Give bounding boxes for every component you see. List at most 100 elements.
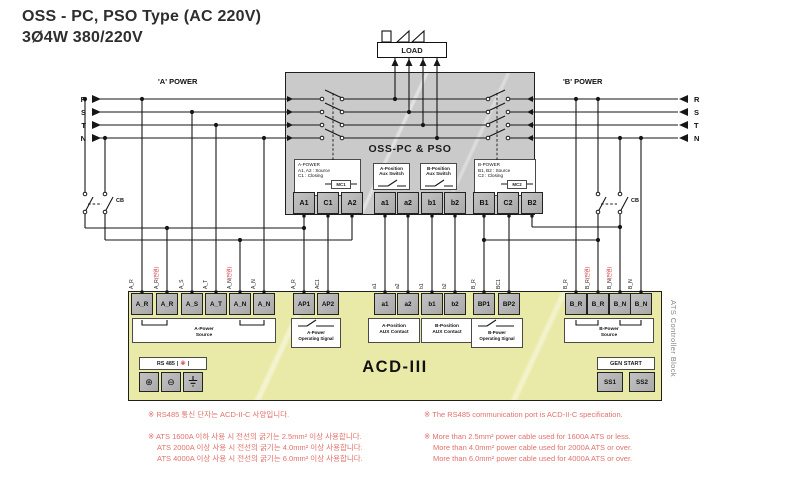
acd-terminal-ap2: AP2 (317, 293, 339, 315)
wire-label-aux-a1: a1 (372, 283, 378, 289)
rs485-minus-terminal: ⊖ (161, 372, 181, 392)
wire-label-a-r: A_R (129, 279, 135, 289)
a-power-signal-caption: A-Power Operating Signal (291, 318, 341, 348)
b-source-caption-line2: Source (600, 333, 618, 338)
phase-label-left-t: T (81, 121, 86, 130)
wire-label-aux-a2: a2 (395, 283, 401, 289)
oss-terminal-B1: B1 (473, 192, 495, 214)
gen-start-label-box: GEN START (597, 357, 655, 370)
rs485-sep-right: | (187, 360, 190, 367)
wire-label-ac1: AC1 (315, 279, 321, 289)
note-en-rs485: ※ The RS485 communication port is ACD-II… (424, 410, 623, 419)
acd-terminal-b2: b2 (444, 293, 466, 315)
wire-label-b-r-power: B_R(전원) (585, 266, 591, 289)
note-kr-rs485: ※ RS485 통신 단자는 ACD-II-C 사양입니다. (148, 410, 290, 419)
rs485-label-box: RS 485 | ※ | (139, 357, 207, 370)
note-en-2000a: More than 4.0mm² power cable used for 20… (433, 443, 633, 452)
note-en-4000a: More than 6.0mm² power cable used for 40… (433, 454, 633, 463)
acd-terminal-bp2: BP2 (498, 293, 520, 315)
phase-label-right-r: R (694, 95, 700, 104)
note-en-1600a: ※ More than 2.5mm² power cable used for … (424, 432, 631, 441)
b-position-aux-box: B-Position Aux Switch (420, 163, 457, 190)
acd-terminal-b-r2: B_R (587, 293, 609, 315)
wire-label-b-n: B_N (628, 279, 634, 289)
a-position-aux-box: A-Position Aux Switch (373, 163, 410, 190)
phase-label-right-t: T (694, 121, 699, 130)
breaker-label-left: CB (116, 198, 124, 204)
phase-label-left-s: S (80, 108, 86, 117)
wire-label-a-n-power: A_N(전원) (227, 266, 233, 289)
rs485-sep-left: | (176, 360, 179, 367)
acd-terminal-a-r2: A_R (156, 293, 178, 315)
acd-terminal-b1: b1 (421, 293, 443, 315)
rs485-ground-terminal (183, 372, 203, 392)
page-title-line2: 3Ø4W 380/220V (22, 29, 143, 46)
wire-label-aux-b1: b1 (419, 283, 425, 289)
gen-start-label: GEN START (610, 360, 642, 367)
closing-coil-a: MC1 (331, 180, 351, 189)
phase-label-left-n: N (80, 134, 86, 143)
acd-terminal-a-r1: A_R (131, 293, 153, 315)
acd-terminal-a1: a1 (374, 293, 396, 315)
bp-caption-line1: B-Power (488, 330, 506, 335)
a-power-info-box: A-POWER A1, A2 : Source C1 : Closing (294, 159, 361, 196)
b-power-label: 'B' POWER (563, 77, 603, 86)
a-source-caption-line2: Source (195, 333, 213, 338)
oss-terminal-b1: b1 (421, 192, 443, 214)
note-kr-4000a: ATS 4000A 이상 사용 시 전선의 굵기는 6.0mm² 이상 사용합니… (157, 454, 363, 463)
a-power-source-caption: A-Power Source (132, 318, 276, 343)
acd-terminal-bp1: BP1 (473, 293, 495, 315)
acd-terminal-a-n2: A_N (253, 293, 275, 315)
oss-terminal-a1: a1 (374, 192, 396, 214)
wire-label-b-n-power: B_N(전원) (607, 266, 613, 289)
gen-terminal-ss1: SS1 (597, 372, 623, 392)
acd-terminal-b-n1: B_N (609, 293, 631, 315)
aux-b-caption-line2: AUX Contact (432, 330, 462, 335)
page-title-line1: OSS - PC, PSO Type (AC 220V) (22, 8, 262, 25)
phase-label-right-s: S (694, 108, 700, 117)
acd-terminal-b-r1: B_R (565, 293, 587, 315)
ats-controller-block-label: ATS Controller Block (669, 300, 678, 378)
acd-terminal-a-s: A_S (181, 293, 203, 315)
ap-caption-line1: A-Power (307, 330, 325, 335)
a-power-label: 'A' POWER (158, 77, 198, 86)
ap-caption-line2: Operating Signal (298, 336, 334, 341)
wire-label-b-r: B_R (563, 279, 569, 289)
wire-label-a-s: A_S (179, 279, 185, 289)
b-power-info-box: B-POWER B1, B2 : Source C2 : Closing (474, 159, 536, 196)
acd-terminal-ap1: AP1 (293, 293, 315, 315)
wire-label-a-r-power: A_R(전원) (154, 266, 160, 289)
note-kr-2000a: ATS 2000A 이상 사용 시 전선의 굵기는 4.0mm² 이상 사용합니… (157, 443, 363, 452)
wire-label-ap1: A_R (291, 279, 297, 289)
wire-label-a-n: A_N (251, 279, 257, 289)
closing-coil-b: MC2 (507, 180, 527, 189)
bp-caption-line2: Operating Signal (479, 336, 515, 341)
aux-a-caption-line2: AUX Contact (379, 330, 409, 335)
wire-label-a-t: A_T (203, 279, 209, 289)
b-aux-line2: Aux Switch (426, 171, 451, 177)
b-power-source-caption: B-Power Source (564, 318, 654, 343)
gen-terminal-ss2: SS2 (629, 372, 655, 392)
wire-label-bp1: B_R (471, 279, 477, 289)
rs485-plus-terminal: ⊕ (139, 372, 159, 392)
load-box: LOAD (377, 42, 447, 58)
oss-terminal-A1: A1 (293, 192, 315, 214)
wire-label-bc1: BC1 (496, 279, 502, 289)
a-source-caption-line1: A-Power (194, 327, 214, 332)
b-source-caption-line1: B-Power (599, 327, 619, 332)
oss-terminal-A2: A2 (341, 192, 363, 214)
acd-terminal-a2: a2 (397, 293, 419, 315)
rs485-label: RS 485 (156, 360, 175, 367)
oss-terminal-a2: a2 (397, 192, 419, 214)
phase-label-left-r: R (80, 95, 86, 104)
wire-label-aux-b2: b2 (442, 283, 448, 289)
note-kr-1600a: ※ ATS 1600A 이하 사용 시 전선의 굵기는 2.5mm² 이상 사용… (148, 432, 362, 441)
acd-terminal-b-n2: B_N (630, 293, 652, 315)
phase-label-right-n: N (694, 134, 700, 143)
earth-ground-icon (186, 374, 200, 390)
oss-terminal-C1: C1 (317, 192, 339, 214)
oss-terminal-C2: C2 (497, 192, 519, 214)
rs485-note-mark: ※ (180, 360, 186, 367)
acd-title: ACD-III (362, 358, 428, 376)
